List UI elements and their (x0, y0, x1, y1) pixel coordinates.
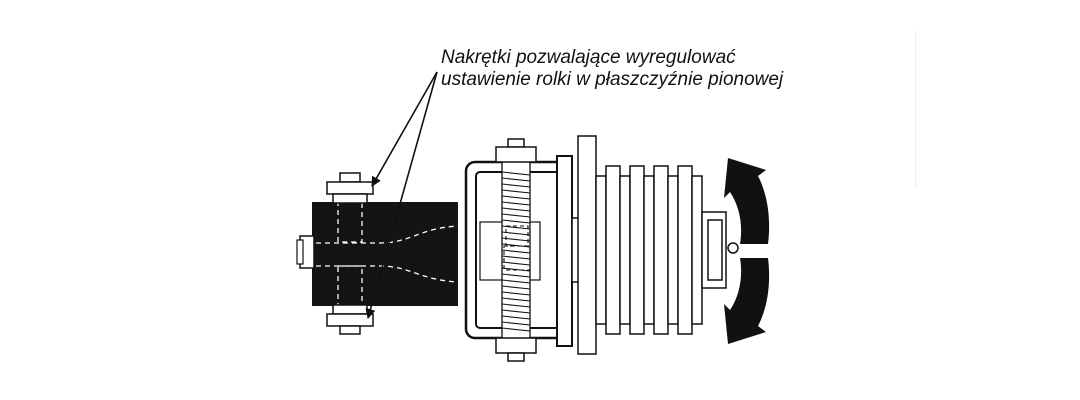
end-bolt (701, 211, 739, 289)
rod-thread-line (501, 273, 531, 278)
rod-thread-line (501, 201, 531, 206)
rod-thread-line (501, 297, 531, 302)
rod-bottom-nut (495, 337, 537, 362)
rod-thread-line (501, 219, 531, 224)
mounting-block (296, 199, 459, 309)
rod-thread-line (501, 279, 531, 284)
threaded-rod (501, 159, 531, 343)
rod-thread-line (501, 231, 531, 236)
rod-thread-line (501, 255, 531, 260)
rod-thread-line (501, 237, 531, 242)
rotation-arrows (724, 158, 770, 344)
callout-arrows (365, 71, 438, 319)
rod-thread-line (501, 303, 531, 308)
callout-line-2: ustawienie rolki w płaszczyźnie pionowej (441, 69, 784, 90)
rod-thread-line (501, 309, 531, 314)
rod-thread-line (501, 249, 531, 254)
bottom-adjusting-nut (326, 304, 374, 335)
rod-thread-line (501, 207, 531, 212)
rod-thread-line (501, 327, 531, 332)
roller-discs (577, 135, 703, 355)
rod-thread-line (501, 177, 531, 182)
top-adjusting-nut (326, 172, 374, 204)
callout-label: Nakrętki pozwalające wyregulować ustawie… (441, 47, 783, 91)
hidden-inner-nut (503, 225, 531, 271)
rod-thread-line (501, 183, 531, 188)
rod-thread-line (501, 321, 531, 326)
rod-thread-line (501, 213, 531, 218)
rod-top-nut (495, 138, 537, 163)
rod-thread-line (501, 285, 531, 290)
rod-thread-line (501, 195, 531, 200)
rod-thread-line (501, 171, 531, 176)
rod-thread-line (501, 189, 531, 194)
rod-thread-line (501, 315, 531, 320)
rotation-arrow-up-icon (724, 158, 770, 244)
rotation-arrow-down-icon (724, 258, 770, 344)
callout-line-1: Nakrętki pozwalające wyregulować (441, 47, 736, 68)
right-divider-line (915, 30, 916, 188)
rod-thread-line (501, 261, 531, 266)
rod-thread-line (501, 291, 531, 296)
